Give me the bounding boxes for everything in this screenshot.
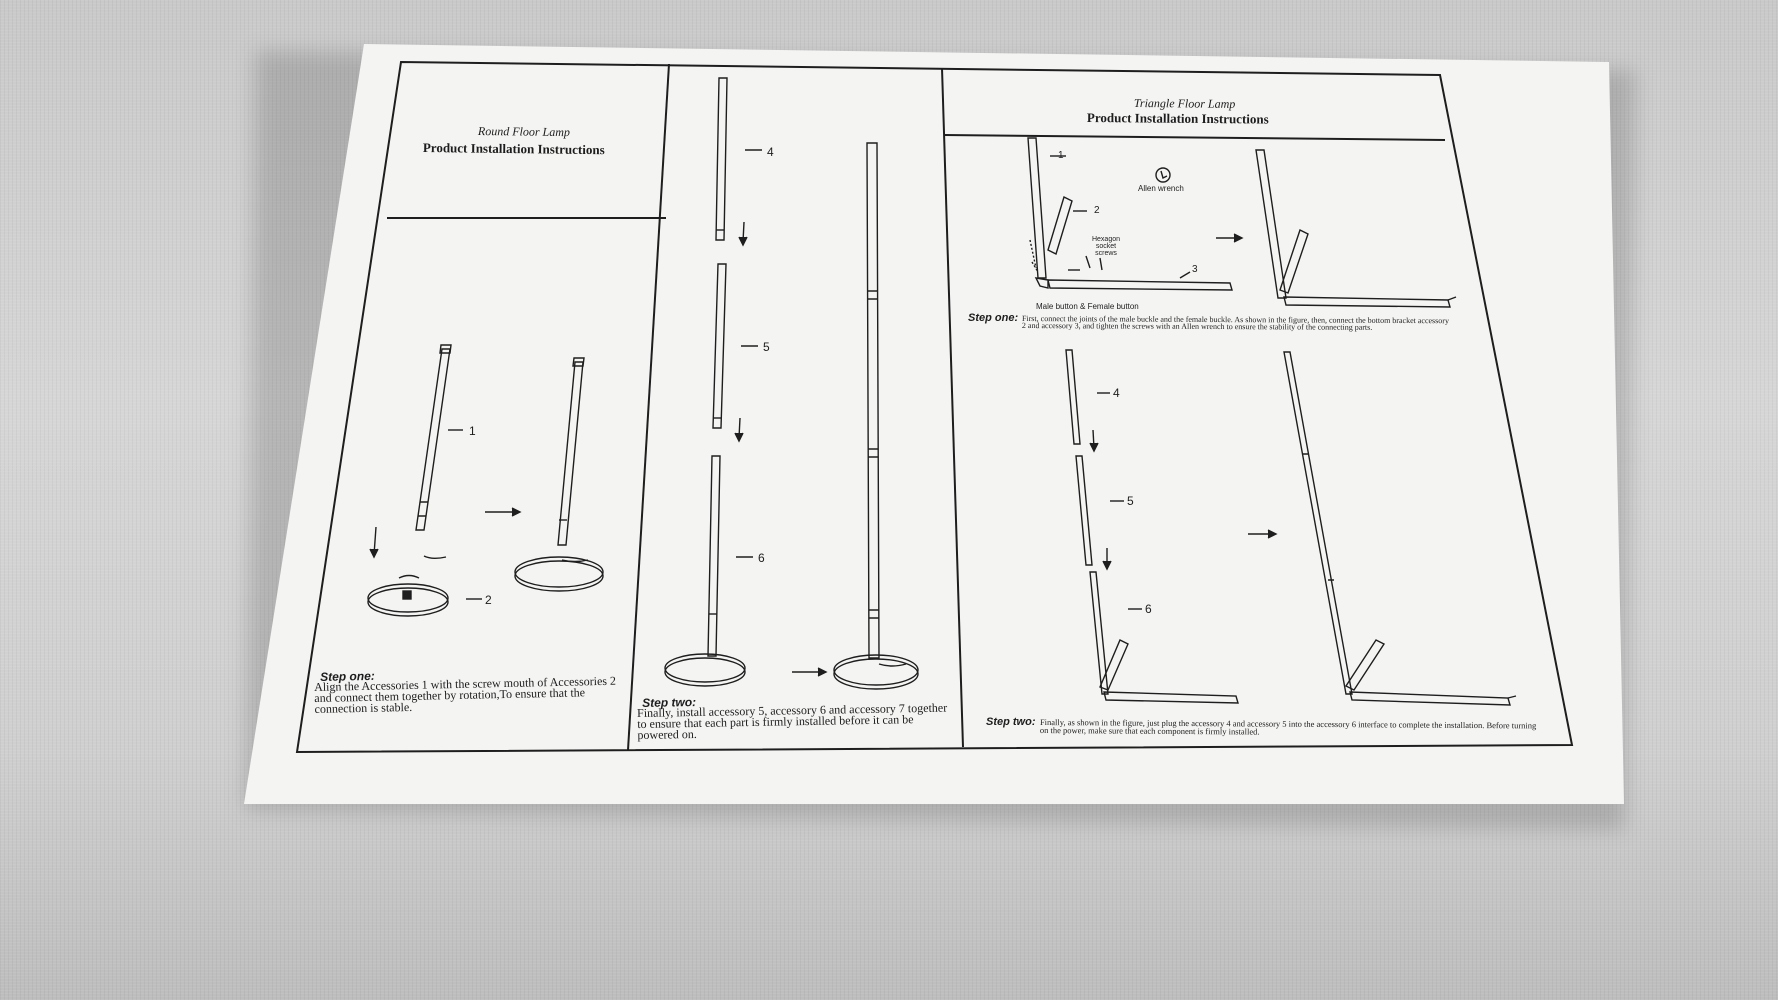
right-step-two-text: Finally, as shown in the figure, just pl… — [1039, 717, 1537, 737]
divider-right — [941, 67, 964, 748]
triangle-lamp-step1-unassembled — [1027, 137, 1233, 291]
middle-callout-4: 4 — [767, 145, 774, 159]
right-subtitle: Triangle Floor Lamp — [1133, 96, 1236, 111]
right-header-line — [943, 134, 1446, 141]
middle-part-5 — [712, 263, 727, 429]
right-step-two-label: Step two: — [986, 716, 1036, 728]
middle-part-6 — [664, 455, 746, 687]
right-callout-2: 2 — [1094, 205, 1100, 216]
left-callout-1: 1 — [469, 424, 476, 438]
allen-wrench-label: Allen wrench — [1138, 184, 1184, 193]
triangle-lamp-assembled — [1283, 351, 1517, 706]
right-callout-3: 3 — [1192, 264, 1198, 275]
hexagon-screws-label: Hexagon socket screws — [1091, 236, 1121, 257]
middle-lamp-assembled — [833, 142, 919, 690]
outer-frame — [295, 60, 1574, 754]
male-female-label: Male button & Female button — [1036, 302, 1139, 311]
instruction-sheet — [244, 44, 1624, 804]
left-title: Product Installation Instructions — [422, 140, 605, 158]
middle-part-4 — [715, 77, 728, 241]
middle-callout-6: 6 — [758, 551, 765, 565]
round-lamp-assembled — [514, 357, 604, 592]
right-callout-1: 1 — [1058, 150, 1064, 161]
right-step-one-label: Step one: — [968, 312, 1019, 324]
right-step-one-text: First, connect the joints of the male bu… — [1021, 314, 1449, 332]
right-callout-5: 5 — [1127, 494, 1134, 508]
left-step-one-text: Align the Accessories 1 with the screw m… — [313, 673, 617, 716]
left-callout-2: 2 — [485, 593, 492, 607]
round-lamp-pole-unassembled — [415, 344, 452, 559]
divider-left — [627, 63, 670, 751]
right-title: Product Installation Instructions — [1086, 110, 1269, 127]
middle-step-two-text: Finally, install accessory 5, accessory … — [636, 700, 948, 742]
right-callout-6: 6 — [1145, 602, 1152, 616]
triangle-lamp-part-4 — [1065, 349, 1081, 445]
triangle-lamp-part-5 — [1075, 455, 1093, 566]
round-lamp-base-unassembled — [367, 574, 449, 617]
right-callout-4: 4 — [1113, 386, 1120, 400]
middle-callout-5: 5 — [763, 340, 770, 354]
triangle-lamp-step1-assembled — [1255, 149, 1457, 308]
left-subtitle: Round Floor Lamp — [477, 124, 571, 140]
triangle-lamp-part-6 — [1089, 571, 1239, 704]
